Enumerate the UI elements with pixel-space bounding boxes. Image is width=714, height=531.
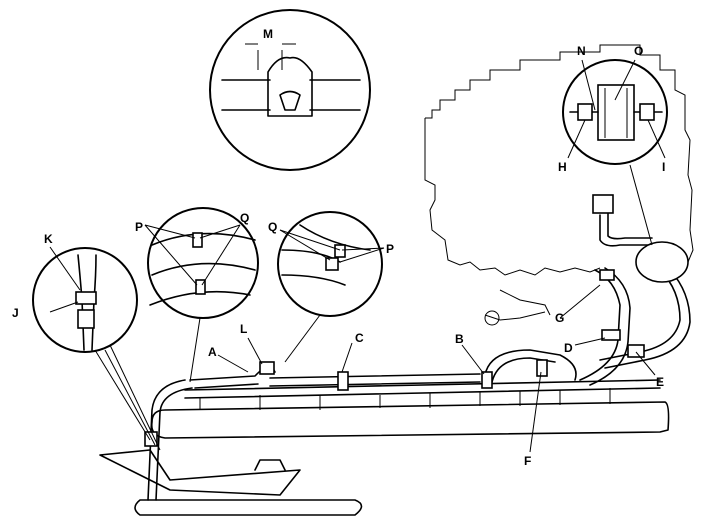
label-q-left: Q	[240, 211, 249, 225]
detail-circle-m	[209, 9, 371, 171]
label-e: E	[656, 375, 664, 389]
engine-bracket	[484, 289, 551, 321]
connector-top	[592, 194, 614, 214]
label-i: I	[662, 160, 665, 174]
label-n: N	[577, 44, 586, 58]
top-right-hose	[599, 211, 653, 247]
label-c: C	[355, 331, 364, 345]
hose-c	[269, 373, 481, 387]
bottom-assembly	[99, 449, 363, 516]
label-k: K	[44, 232, 53, 246]
bracket-bolt	[484, 310, 500, 326]
label-d: D	[564, 341, 573, 355]
detail-circle-nohi	[562, 59, 668, 165]
rail-top	[184, 379, 661, 399]
detail-circle-pq-left	[147, 207, 259, 319]
hose-b-f	[484, 349, 577, 383]
leader-lines	[49, 59, 666, 453]
rail-details	[199, 388, 611, 410]
label-o: O	[634, 44, 643, 58]
label-a: A	[208, 345, 217, 359]
canister	[635, 241, 689, 283]
label-b: B	[455, 332, 464, 346]
detail-circle-jk	[32, 247, 138, 353]
label-p-right: P	[386, 242, 394, 256]
label-l: L	[240, 322, 247, 336]
label-j: J	[12, 306, 19, 320]
label-m: M	[263, 27, 273, 41]
label-g: G	[555, 311, 564, 325]
hose-e	[599, 269, 691, 369]
main-rail	[150, 401, 670, 439]
label-h: H	[558, 160, 567, 174]
engine-outline	[424, 44, 694, 276]
detail-circle-pq-right	[277, 211, 383, 317]
label-f: F	[524, 454, 531, 468]
left-hose-vertical	[147, 379, 193, 501]
label-q-right: Q	[268, 220, 277, 234]
clamps	[144, 269, 645, 447]
label-p-left: P	[135, 220, 143, 234]
